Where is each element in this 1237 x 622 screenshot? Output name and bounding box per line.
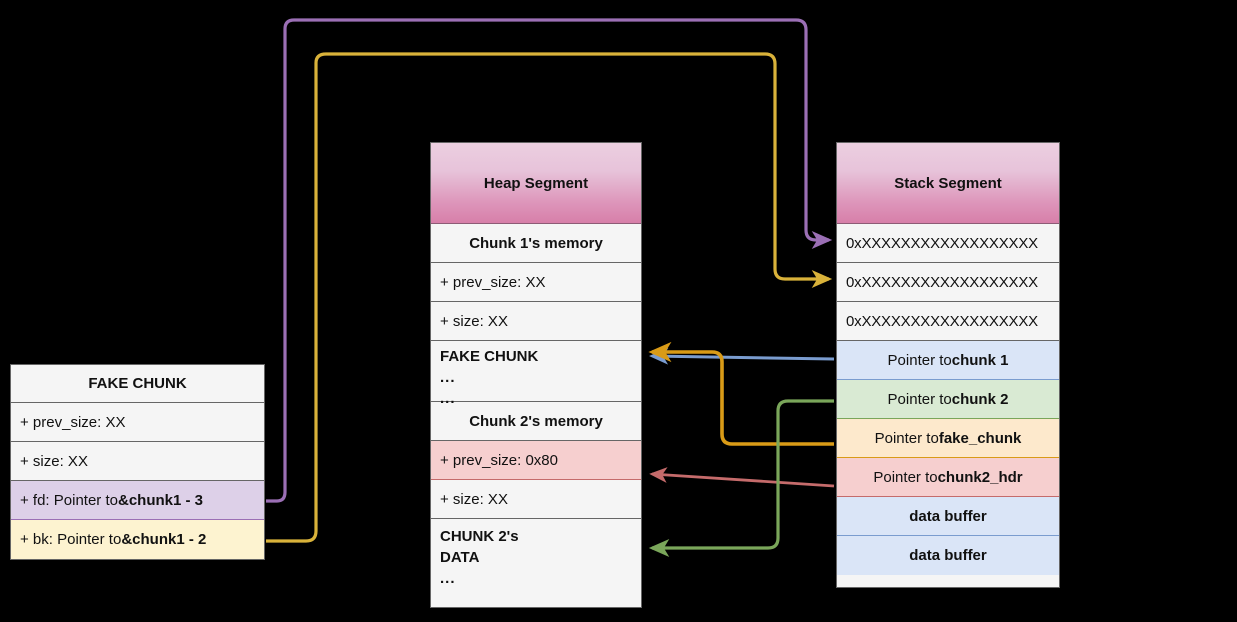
- stack-row-strong: chunk 2: [951, 390, 1009, 408]
- heap-row-sub1: ...: [440, 369, 456, 386]
- stack-row-address-3: 0xXXXXXXXXXXXXXXXXXX: [837, 302, 1059, 341]
- stack-row-prefix: Pointer to: [887, 351, 952, 369]
- heap-row-chunk2-size: + size: XX: [431, 480, 641, 519]
- fake-chunk-row-size: + size: XX: [11, 442, 264, 481]
- stack-row-label: 0xXXXXXXXXXXXXXXXXXX: [846, 273, 1038, 291]
- stack-row-pointer-to-chunk2: Pointer to chunk 2: [837, 380, 1059, 419]
- heap-row-sub1: DATA: [440, 549, 480, 566]
- fake-chunk-row-label: + size: XX: [20, 452, 88, 470]
- heap-row-label: + prev_size: XX: [440, 273, 546, 291]
- stack-row-label: data buffer: [909, 547, 987, 564]
- heap-row-chunk2-data: CHUNK 2's DATA ...: [431, 519, 641, 587]
- heap-row-sub2: ...: [440, 570, 456, 587]
- heap-row-label: Chunk 2's memory: [469, 412, 603, 430]
- arrow-chunk1-ptr-to-fake-chunk: [649, 347, 835, 365]
- stack-row-label: 0xXXXXXXXXXXXXXXXXXX: [846, 234, 1038, 252]
- stack-row-pointer-to-chunk2-hdr: Pointer to chunk2_hdr: [837, 458, 1059, 497]
- heap-row-chunk1-memory: Chunk 1's memory: [431, 224, 641, 263]
- heap-row-chunk1-size: + size: XX: [431, 302, 641, 341]
- stack-row-label: data buffer: [909, 507, 987, 525]
- stack-row-prefix: Pointer to: [873, 468, 938, 486]
- stack-segment-header: Stack Segment: [837, 143, 1059, 224]
- fake-chunk-row-strong: &chunk1 - 2: [121, 531, 207, 548]
- stack-row-pointer-to-fake-chunk: Pointer to fake_chunk: [837, 419, 1059, 458]
- heap-row-label: FAKE CHUNK: [440, 348, 539, 365]
- stack-row-address-2: 0xXXXXXXXXXXXXXXXXXX: [837, 263, 1059, 302]
- fake-chunk-row-prefix: + fd: Pointer to: [20, 491, 118, 509]
- stack-row-pointer-to-chunk1: Pointer to chunk 1: [837, 341, 1059, 380]
- heap-row-label: + size: XX: [440, 312, 508, 330]
- stack-row-data-buffer-2: data buffer: [837, 536, 1059, 575]
- stack-segment-box: Stack Segment 0xXXXXXXXXXXXXXXXXXX 0xXXX…: [836, 142, 1060, 588]
- heap-row-label: Chunk 1's memory: [469, 234, 603, 252]
- stack-row-address-1: 0xXXXXXXXXXXXXXXXXXX: [837, 224, 1059, 263]
- heap-row-chunk2-prev-size: + prev_size: 0x80: [431, 441, 641, 480]
- stack-row-data-buffer-1: data buffer: [837, 497, 1059, 536]
- heap-row-label: + size: XX: [440, 490, 508, 508]
- stack-row-strong: chunk2_hdr: [937, 468, 1023, 486]
- stack-row-label: 0xXXXXXXXXXXXXXXXXXX: [846, 312, 1038, 330]
- fake-chunk-header: FAKE CHUNK: [11, 365, 264, 403]
- heap-segment-header: Heap Segment: [431, 143, 641, 224]
- stack-row-strong: chunk 1: [951, 351, 1009, 369]
- fake-chunk-row-prev-size: + prev_size: XX: [11, 403, 264, 442]
- fake-chunk-row-prefix: + bk: Pointer to: [20, 531, 122, 548]
- arrow-chunk2hdr-ptr-to-prev-size: [649, 467, 835, 488]
- heap-row-chunk1-prev-size: + prev_size: XX: [431, 263, 641, 302]
- fake-chunk-row-label: + prev_size: XX: [20, 413, 126, 431]
- heap-row-label: + prev_size: 0x80: [440, 451, 558, 469]
- arrow-chunk2-ptr-to-chunk2-data: [648, 399, 834, 557]
- fake-chunk-row-fd: + fd: Pointer to &chunk1 - 3: [11, 481, 264, 520]
- fake-chunk-box: FAKE CHUNK + prev_size: XX + size: XX + …: [10, 364, 265, 560]
- stack-row-prefix: Pointer to: [874, 429, 939, 447]
- heap-segment-box: Heap Segment Chunk 1's memory + prev_siz…: [430, 142, 642, 608]
- heap-row-label: CHUNK 2's: [440, 528, 519, 545]
- fake-chunk-title: FAKE CHUNK: [88, 375, 187, 392]
- stack-row-prefix: Pointer to: [887, 390, 952, 408]
- fake-chunk-row-bk: + bk: Pointer to &chunk1 - 2: [11, 520, 264, 559]
- heap-row-sub2: ...: [440, 390, 456, 407]
- fake-chunk-row-strong: &chunk1 - 3: [117, 491, 204, 509]
- arrow-fakechunk-ptr-to-fake-chunk: [648, 341, 834, 446]
- stack-row-strong: fake_chunk: [938, 429, 1022, 447]
- heap-row-chunk2-memory: Chunk 2's memory: [431, 402, 641, 441]
- heap-row-fake-chunk: FAKE CHUNK ... ...: [431, 341, 641, 407]
